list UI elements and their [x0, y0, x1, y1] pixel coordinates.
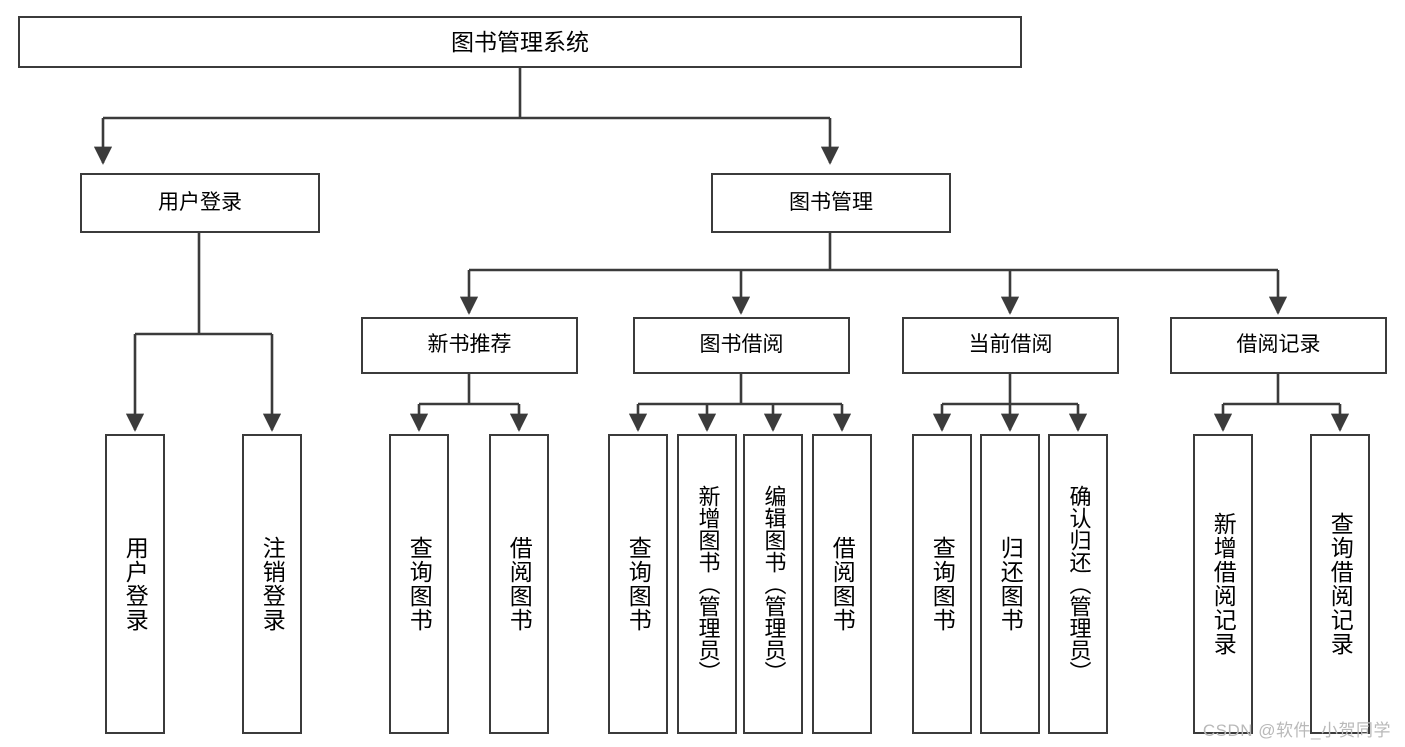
leaf-query-book-2-label: 查询图书 [625, 536, 652, 632]
leaf-user-login-label: 用户登录 [122, 536, 149, 632]
leaf-query-book-3-label: 查询图书 [929, 536, 956, 632]
watermark-text: CSDN @软件_小贺同学 [1202, 721, 1391, 740]
leaf-confirm-return-label: 确认归还（管理员） [1066, 485, 1092, 683]
leaf-add-record[interactable]: 新增借阅记录 [1193, 434, 1253, 734]
leaf-return-book[interactable]: 归还图书 [980, 434, 1040, 734]
leaf-query-book-2[interactable]: 查询图书 [608, 434, 668, 734]
node-user-login-label: 用户登录 [158, 190, 242, 214]
leaf-return-book-label: 归还图书 [997, 536, 1024, 632]
node-root[interactable]: 图书管理系统 [18, 16, 1022, 68]
node-borrow-record[interactable]: 借阅记录 [1170, 317, 1387, 374]
leaf-query-book-3[interactable]: 查询图书 [912, 434, 972, 734]
node-book-borrow-label: 图书借阅 [699, 333, 784, 357]
node-user-login[interactable]: 用户登录 [80, 173, 320, 233]
node-root-label: 图书管理系统 [451, 28, 589, 55]
node-book-manage[interactable]: 图书管理 [711, 173, 951, 233]
leaf-add-book[interactable]: 新增图书（管理员） [677, 434, 737, 734]
leaf-query-book-1-label: 查询图书 [406, 536, 433, 632]
leaf-borrow-book-1-label: 借阅图书 [506, 536, 533, 632]
leaf-add-book-label: 新增图书（管理员） [695, 485, 721, 683]
node-new-book-rec[interactable]: 新书推荐 [361, 317, 578, 374]
node-new-book-rec-label: 新书推荐 [427, 333, 512, 357]
node-book-borrow[interactable]: 图书借阅 [633, 317, 850, 374]
leaf-user-login[interactable]: 用户登录 [105, 434, 165, 734]
leaf-edit-book-label: 编辑图书（管理员） [761, 485, 787, 683]
leaf-query-record[interactable]: 查询借阅记录 [1310, 434, 1370, 734]
node-book-manage-label: 图书管理 [789, 190, 873, 214]
leaf-edit-book[interactable]: 编辑图书（管理员） [743, 434, 803, 734]
leaf-logout-label: 注销登录 [259, 536, 286, 632]
leaf-add-record-label: 新增借阅记录 [1210, 512, 1237, 656]
node-borrow-record-label: 借阅记录 [1236, 333, 1321, 357]
leaf-borrow-book-2[interactable]: 借阅图书 [812, 434, 872, 734]
leaf-borrow-book-1[interactable]: 借阅图书 [489, 434, 549, 734]
node-current-borrow[interactable]: 当前借阅 [902, 317, 1119, 374]
leaf-logout[interactable]: 注销登录 [242, 434, 302, 734]
node-current-borrow-label: 当前借阅 [968, 333, 1053, 357]
leaf-borrow-book-2-label: 借阅图书 [829, 536, 856, 632]
leaf-query-book-1[interactable]: 查询图书 [389, 434, 449, 734]
leaf-query-record-label: 查询借阅记录 [1327, 512, 1354, 656]
leaf-confirm-return[interactable]: 确认归还（管理员） [1048, 434, 1108, 734]
